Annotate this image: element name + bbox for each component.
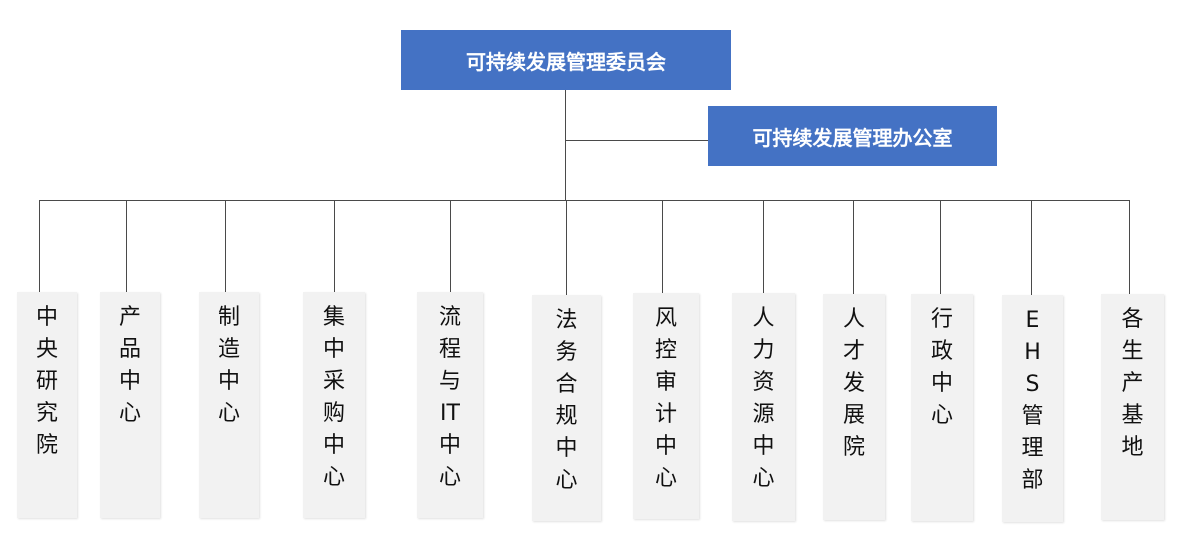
department-label-char: IT (440, 401, 460, 426)
department-label-char: 中 (118, 369, 141, 394)
department-label-char: 中 (217, 369, 240, 394)
department-label-char: 心 (654, 466, 677, 491)
department-label-char: 产 (118, 305, 141, 330)
department-drop-line-risk-audit (662, 200, 663, 293)
department-drop-line-ehs (1031, 200, 1032, 295)
department-label-char: 管 (1021, 404, 1044, 429)
department-label-char: 中 (930, 371, 953, 396)
department-label-char: 究 (35, 401, 58, 426)
department-label-char: 法 (555, 308, 578, 333)
department-label-char: 中 (752, 434, 775, 459)
department-label-char: 规 (555, 404, 578, 429)
department-label-char: 力 (752, 338, 775, 363)
department-label-char: 行 (930, 307, 953, 332)
department-label-char: 研 (35, 369, 58, 394)
office-connector-line (565, 140, 708, 141)
department-box-risk-audit: 风控审计中心 (633, 293, 699, 519)
department-label-char: 程 (438, 337, 461, 362)
department-label-char: 心 (322, 465, 345, 490)
department-box-product: 产品中心 (100, 292, 160, 518)
department-label-char: 展 (842, 403, 865, 428)
department-label-char: 地 (1121, 435, 1144, 460)
department-label-char: 产 (1121, 371, 1144, 396)
department-label-char: 中 (35, 305, 58, 330)
department-drop-line-product (126, 200, 127, 292)
department-label-char: 购 (322, 401, 345, 426)
department-drop-line-legal (566, 200, 567, 295)
department-label-char: 造 (217, 337, 240, 362)
department-bus-line (39, 200, 1129, 201)
department-label-char: S (1025, 372, 1040, 397)
department-label-char: 计 (654, 402, 677, 427)
department-label-char: 心 (217, 401, 240, 426)
department-label-char: 部 (1021, 468, 1044, 493)
department-box-talent: 人才发展院 (823, 294, 885, 520)
department-drop-line-hr (763, 200, 764, 293)
department-box-manufacturing: 制造中心 (199, 292, 259, 518)
department-label-char: 制 (217, 305, 240, 330)
department-drop-line-manufacturing (225, 200, 226, 292)
department-label-char: 院 (35, 433, 58, 458)
department-label-char: 流 (438, 305, 461, 330)
department-label-char: 理 (1021, 436, 1044, 461)
department-box-legal: 法务合规中心 (532, 295, 601, 521)
department-label-char: 中 (322, 337, 345, 362)
department-box-rnd: 中央研究院 (17, 292, 77, 518)
department-label-char: 发 (842, 371, 865, 396)
department-label-char: 源 (752, 402, 775, 427)
department-label-char: 务 (555, 340, 578, 365)
department-drop-line-bases (1129, 200, 1130, 294)
department-box-admin: 行政中心 (911, 294, 973, 521)
department-label-char: 心 (438, 465, 461, 490)
department-label-char: 才 (842, 339, 865, 364)
department-label-char: 心 (752, 466, 775, 491)
office-box: 可持续发展管理办公室 (708, 106, 997, 166)
department-label-char: 审 (654, 370, 677, 395)
department-label-char: 采 (322, 369, 345, 394)
department-label-char: 中 (438, 433, 461, 458)
department-label-char: 基 (1121, 403, 1144, 428)
department-drop-line-rnd (39, 200, 40, 292)
department-label-char: H (1024, 340, 1041, 365)
department-box-process-it: 流程与 IT 中心 (417, 292, 483, 518)
department-label-char: 中 (555, 436, 578, 461)
department-label-char: 中 (654, 434, 677, 459)
department-box-procurement: 集中采购中心 (303, 292, 365, 518)
department-drop-line-talent (853, 200, 854, 294)
department-label-char: 风 (654, 306, 677, 331)
department-label-char: 心 (930, 403, 953, 428)
department-label-char: 心 (555, 468, 578, 493)
department-label-char: 院 (842, 435, 865, 460)
department-label-char: 集 (322, 305, 345, 330)
committee-box: 可持续发展管理委员会 (401, 30, 731, 90)
committee-stem-line (565, 90, 566, 200)
department-label-char: 心 (118, 401, 141, 426)
department-label-char: 生 (1121, 339, 1144, 364)
department-label-char: 各 (1121, 307, 1144, 332)
department-box-hr: 人力资源中心 (732, 293, 795, 521)
department-label-char: 人 (842, 307, 865, 332)
department-box-bases: 各生产基地 (1101, 294, 1164, 520)
department-label-char: 合 (555, 372, 578, 397)
department-label-char: 与 (438, 369, 461, 394)
department-label-char: 品 (118, 337, 141, 362)
department-drop-line-procurement (334, 200, 335, 292)
office-label: 可持续发展管理办公室 (752, 125, 953, 150)
department-label-char: 中 (322, 433, 345, 458)
department-label-char: 政 (930, 339, 953, 364)
department-drop-line-admin (940, 200, 941, 294)
department-label-char: 控 (654, 338, 677, 363)
committee-label: 可持续发展管理委员会 (466, 49, 666, 74)
department-label-char: E (1025, 308, 1040, 333)
department-label-char: 央 (35, 337, 58, 362)
department-label-char: 人 (752, 306, 775, 331)
department-drop-line-process-it (450, 200, 451, 292)
department-label-char: 资 (752, 370, 775, 395)
